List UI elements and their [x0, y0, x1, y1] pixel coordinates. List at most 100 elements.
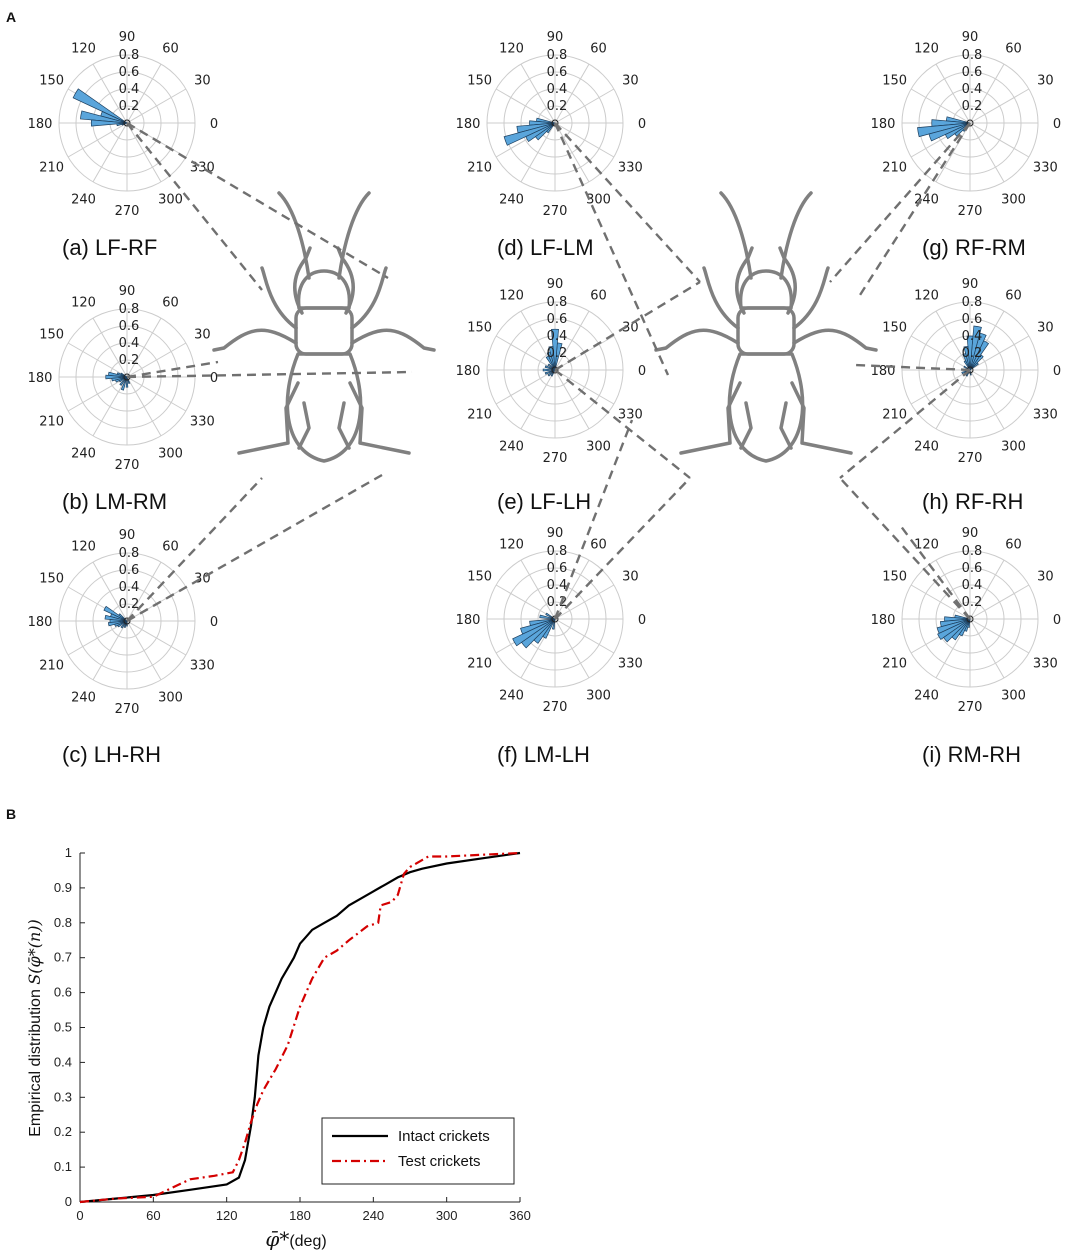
rose-angle-tick: 90	[962, 526, 979, 541]
rose-plot-6: 03060901201501802102402703003300.20.40.6…	[456, 526, 647, 767]
rose-grid-spoke	[126, 63, 162, 124]
rose-grid-spoke	[520, 559, 556, 620]
connector-dashed-line	[858, 122, 972, 296]
rose-angle-tick: 240	[499, 439, 524, 454]
rose-angle-tick: 240	[71, 690, 96, 705]
y-tick-label: 0.3	[54, 1089, 72, 1104]
cricket-thorax	[736, 306, 796, 356]
rose-grid-spoke	[495, 335, 556, 371]
rose-wedge	[103, 605, 128, 622]
rose-angle-tick: 180	[28, 371, 53, 386]
rose-radial-tick: 0.8	[962, 295, 983, 310]
rose-radial-tick: 0.2	[119, 353, 140, 368]
connector-dashed-line	[829, 122, 971, 283]
rose-angle-tick: 270	[543, 204, 568, 219]
rose-radial-tick: 0.6	[962, 561, 983, 576]
legend-label: Test crickets	[398, 1153, 481, 1170]
y-tick-label: 1	[65, 845, 72, 860]
rose-angle-tick: 150	[39, 74, 64, 89]
rose-angle-tick: 60	[162, 42, 179, 57]
rose-radial-tick: 0.6	[962, 312, 983, 327]
rose-grid-spoke	[520, 122, 556, 183]
rose-grid-spoke	[126, 620, 187, 656]
rose-angle-tick: 120	[499, 42, 524, 57]
rose-grid-spoke	[935, 369, 971, 430]
cricket-mid-leg	[212, 328, 298, 352]
rose-angle-tick: 270	[958, 204, 983, 219]
rose-angle-tick: 300	[1001, 439, 1026, 454]
rose-grid-spoke	[92, 376, 128, 437]
rose-plot-2: 03060901201501802102402703003300.20.40.6…	[28, 284, 219, 514]
connector-dashed-line	[126, 122, 263, 291]
cricket-antenna	[337, 191, 371, 280]
rose-radial-tick: 0.8	[962, 544, 983, 559]
rose-radial-tick: 0.8	[547, 544, 568, 559]
rose-angle-tick: 90	[962, 30, 979, 45]
rose-angle-tick: 330	[618, 657, 643, 672]
connector-dashed-line	[126, 121, 389, 280]
rose-angle-tick: 150	[467, 321, 492, 336]
rose-grid-spoke	[910, 369, 971, 405]
rose-angle-tick: 150	[882, 321, 907, 336]
rose-radial-tick: 0.8	[547, 295, 568, 310]
rose-radial-tick: 0.4	[119, 82, 140, 97]
rose-angle-tick: 0	[638, 613, 646, 628]
y-axis-label: Empirical distribution S(φ̄*(n))	[25, 919, 44, 1137]
rose-grid-spoke	[935, 122, 971, 183]
rose-wedge	[958, 618, 971, 637]
connector-dashed-line	[554, 122, 701, 283]
rose-angle-tick: 180	[28, 615, 53, 630]
rose-label: (i) RM-RH	[922, 742, 1021, 767]
rose-grid-spoke	[67, 376, 128, 412]
y-tick-label: 0.2	[54, 1124, 72, 1139]
rose-wedge	[512, 618, 556, 647]
rose-wedge	[72, 88, 128, 124]
rose-label: (g) RF-RM	[922, 235, 1026, 260]
cricket-front-leg	[350, 266, 388, 330]
cricket-hind-leg	[348, 381, 411, 455]
rose-angle-tick: 210	[39, 161, 64, 176]
rose-angle-tick: 330	[1033, 408, 1058, 423]
rose-angle-tick: 60	[162, 296, 179, 311]
rose-grid-spoke	[67, 620, 128, 656]
rose-angle-tick: 270	[958, 451, 983, 466]
cricket-abdomen	[285, 352, 363, 463]
rose-angle-tick: 0	[210, 371, 218, 386]
rose-grid-spoke	[126, 88, 187, 124]
rose-wedge	[542, 368, 556, 372]
rose-wedge	[545, 355, 556, 371]
x-tick-label: 180	[289, 1208, 311, 1223]
x-axis-label: φ̄*(deg)	[265, 1227, 326, 1251]
rose-grid-spoke	[935, 559, 971, 620]
rose-grid-spoke	[92, 317, 128, 378]
y-tick-label: 0.8	[54, 915, 72, 930]
rose-angle-tick: 150	[467, 570, 492, 585]
rose-radial-tick: 0.4	[962, 82, 983, 97]
rose-angle-tick: 210	[882, 408, 907, 423]
rose-angle-tick: 210	[467, 408, 492, 423]
legend-label: Intact crickets	[398, 1128, 490, 1145]
connector-dashed-line	[554, 280, 701, 372]
rose-radial-tick: 0.2	[547, 99, 568, 114]
rose-center	[551, 366, 559, 374]
rose-angle-tick: 120	[499, 538, 524, 553]
rose-angle-tick: 300	[158, 690, 183, 705]
series-line-2	[79, 851, 521, 1204]
rose-radial-tick: 0.2	[962, 346, 983, 361]
cricket-right	[654, 191, 878, 463]
cricket-hind-leg	[679, 381, 742, 455]
rose-angle-tick: 0	[1053, 364, 1061, 379]
rose-angle-tick: 120	[914, 42, 939, 57]
rose-grid-spoke	[969, 369, 1005, 430]
rose-radial-tick: 0.2	[119, 597, 140, 612]
rose-angle-tick: 0	[638, 117, 646, 132]
cricket-antenna	[779, 191, 813, 280]
rose-center	[123, 119, 131, 127]
rose-wedge	[551, 328, 559, 371]
rose-angle-tick: 30	[1037, 321, 1054, 336]
rose-grid-spoke	[554, 310, 590, 371]
rose-radial-tick: 0.6	[962, 65, 983, 80]
rose-radial-tick: 0.6	[119, 563, 140, 578]
rose-grid-spoke	[126, 376, 162, 437]
rose-angle-tick: 0	[210, 615, 218, 630]
